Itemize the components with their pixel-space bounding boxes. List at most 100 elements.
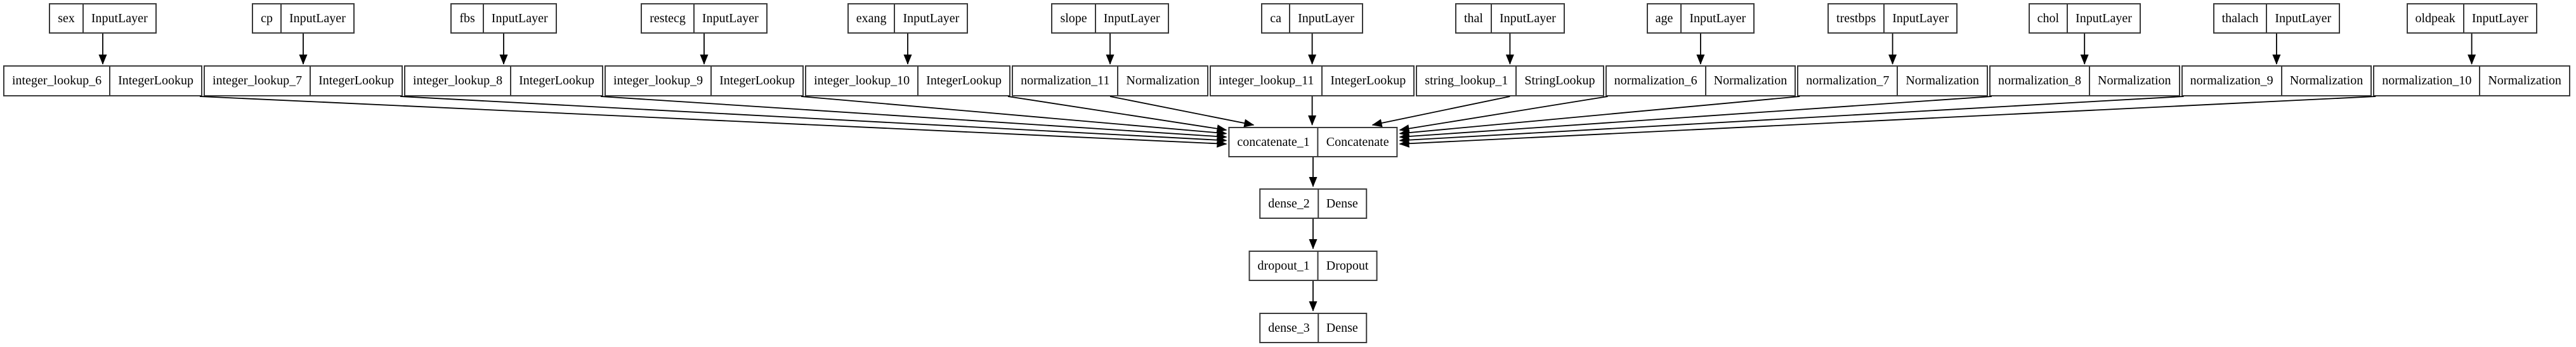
layer-class-cell: IntegerLookup: [917, 67, 1009, 95]
layer-class-cell: InputLayer: [1289, 4, 1362, 32]
layer-class-cell: Concatenate: [1317, 128, 1397, 156]
layer-class-cell: Normalization: [1117, 67, 1207, 95]
layer-class-cell: Normalization: [1704, 67, 1795, 95]
node-integer-lookup-7: integer_lookup_7 IntegerLookup: [204, 65, 403, 96]
node-input-sex: sex InputLayer: [49, 3, 157, 34]
layer-class-cell: InputLayer: [280, 4, 353, 32]
column-chol: chol InputLayer normalization_8 Normaliz…: [1989, 3, 2180, 96]
layer-name-cell: integer_lookup_11: [1219, 74, 1314, 88]
edge-gap: [1700, 34, 1701, 65]
feature-columns: sex InputLayer integer_lookup_6 IntegerL…: [3, 3, 2570, 96]
layer-name-cell: ca: [1270, 11, 1282, 25]
layer-class-cell: IntegerLookup: [109, 67, 201, 95]
layer-name-cell: thalach: [2221, 11, 2259, 25]
layer-class-cell: InputLayer: [82, 4, 155, 32]
layer-name-cell: trestbps: [1836, 11, 1876, 25]
node-input-chol: chol InputLayer: [2028, 3, 2141, 34]
column-ca: ca InputLayer integer_lookup_11 IntegerL…: [1210, 3, 1415, 96]
layer-name-cell: integer_lookup_6: [12, 74, 102, 88]
edge-gap: [2276, 34, 2277, 65]
layer-name-cell: fbs: [459, 11, 475, 25]
layer-name-cell: restecg: [650, 11, 686, 25]
layer-class-cell: Normalization: [2089, 67, 2179, 95]
layer-name-cell: integer_lookup_8: [413, 74, 503, 88]
layer-class-cell: InputLayer: [2266, 4, 2339, 32]
node-normalization-7: normalization_7 Normalization: [1797, 65, 1988, 96]
layer-name-cell: oldpeak: [2415, 11, 2455, 25]
layer-name-cell: normalization_11: [1021, 74, 1110, 88]
node-integer-lookup-8: integer_lookup_8 IntegerLookup: [404, 65, 603, 96]
edge-gap: [1109, 34, 1111, 65]
column-fbs: fbs InputLayer integer_lookup_8 IntegerL…: [404, 3, 603, 96]
edge-gap: [102, 34, 103, 65]
column-trestbps: trestbps InputLayer normalization_7 Norm…: [1797, 3, 1988, 96]
layer-name-cell: dropout_1: [1257, 258, 1310, 273]
column-thal: thal InputLayer string_lookup_1 StringLo…: [1416, 3, 1604, 96]
layer-name-cell: chol: [2037, 11, 2060, 25]
column-thalach: thalach InputLayer normalization_9 Norma…: [2181, 3, 2372, 96]
layer-name-cell: string_lookup_1: [1425, 74, 1508, 88]
layer-name-cell: concatenate_1: [1237, 134, 1310, 149]
node-dropout-1: dropout_1 Dropout: [1248, 251, 1378, 281]
layer-class-cell: Dense: [1317, 314, 1366, 342]
node-string-lookup-1: string_lookup_1 StringLookup: [1416, 65, 1604, 96]
node-normalization-11: normalization_11 Normalization: [1012, 65, 1208, 96]
column-sex: sex InputLayer integer_lookup_6 IntegerL…: [3, 3, 202, 96]
layer-class-cell: InputLayer: [1094, 4, 1168, 32]
layer-name-cell: normalization_10: [2382, 74, 2472, 88]
layer-class-cell: Normalization: [1897, 67, 1987, 95]
layer-class-cell: Normalization: [2479, 67, 2569, 95]
node-normalization-10: normalization_10 Normalization: [2373, 65, 2570, 96]
edge-gap: [907, 34, 908, 65]
layer-name-cell: slope: [1060, 11, 1087, 25]
edge-gap: [1509, 34, 1510, 65]
layer-name-cell: normalization_6: [1614, 74, 1697, 88]
layer-class-cell: IntegerLookup: [710, 67, 802, 95]
column-slope: slope InputLayer normalization_11 Normal…: [1012, 3, 1208, 96]
node-input-ca: ca InputLayer: [1261, 3, 1363, 34]
node-input-slope: slope InputLayer: [1051, 3, 1169, 34]
column-restecg: restecg InputLayer integer_lookup_9 Inte…: [605, 3, 804, 96]
layer-class-cell: Dropout: [1317, 252, 1376, 280]
node-input-age: age InputLayer: [1646, 3, 1755, 34]
layer-class-cell: InputLayer: [693, 4, 766, 32]
node-integer-lookup-10: integer_lookup_10 IntegerLookup: [805, 65, 1011, 96]
layer-class-cell: InputLayer: [1490, 4, 1564, 32]
layer-name-cell: integer_lookup_9: [613, 74, 703, 88]
node-input-exang: exang InputLayer: [847, 3, 969, 34]
layer-name-cell: normalization_7: [1806, 74, 1890, 88]
layer-class-cell: Dense: [1317, 190, 1366, 218]
node-integer-lookup-11: integer_lookup_11 IntegerLookup: [1210, 65, 1415, 96]
layer-name-cell: integer_lookup_7: [212, 74, 303, 88]
node-input-cp: cp InputLayer: [252, 3, 355, 34]
layer-class-cell: IntegerLookup: [510, 67, 602, 95]
edge-gap: [2084, 34, 2085, 65]
column-oldpeak: oldpeak InputLayer normalization_10 Norm…: [2373, 3, 2570, 96]
node-input-restecg: restecg InputLayer: [641, 3, 768, 34]
layer-class-cell: InputLayer: [1883, 4, 1956, 32]
node-input-fbs: fbs InputLayer: [450, 3, 557, 34]
layer-name-cell: dense_2: [1268, 196, 1310, 211]
edge-gap: [303, 34, 304, 65]
layer-class-cell: InputLayer: [2067, 4, 2140, 32]
layer-class-cell: InputLayer: [482, 4, 556, 32]
node-dense-3: dense_3 Dense: [1259, 313, 1367, 343]
node-normalization-6: normalization_6 Normalization: [1605, 65, 1796, 96]
layer-name-cell: sex: [58, 11, 75, 25]
node-input-thal: thal InputLayer: [1455, 3, 1565, 34]
layer-name-cell: age: [1655, 11, 1673, 25]
edge-gap: [503, 34, 504, 65]
layer-class-cell: StringLookup: [1515, 67, 1602, 95]
layer-class-cell: IntegerLookup: [310, 67, 402, 95]
layer-class-cell: IntegerLookup: [1321, 67, 1413, 95]
layer-name-cell: cp: [261, 11, 273, 25]
node-concatenate-1: concatenate_1 Concatenate: [1228, 127, 1398, 157]
node-normalization-9: normalization_9 Normalization: [2181, 65, 2372, 96]
node-dense-2: dense_2 Dense: [1259, 188, 1367, 219]
layer-class-cell: InputLayer: [2462, 4, 2536, 32]
layer-class-cell: Normalization: [2280, 67, 2371, 95]
column-exang: exang InputLayer integer_lookup_10 Integ…: [805, 3, 1011, 96]
node-integer-lookup-9: integer_lookup_9 IntegerLookup: [605, 65, 804, 96]
edge-gap: [2471, 34, 2473, 65]
